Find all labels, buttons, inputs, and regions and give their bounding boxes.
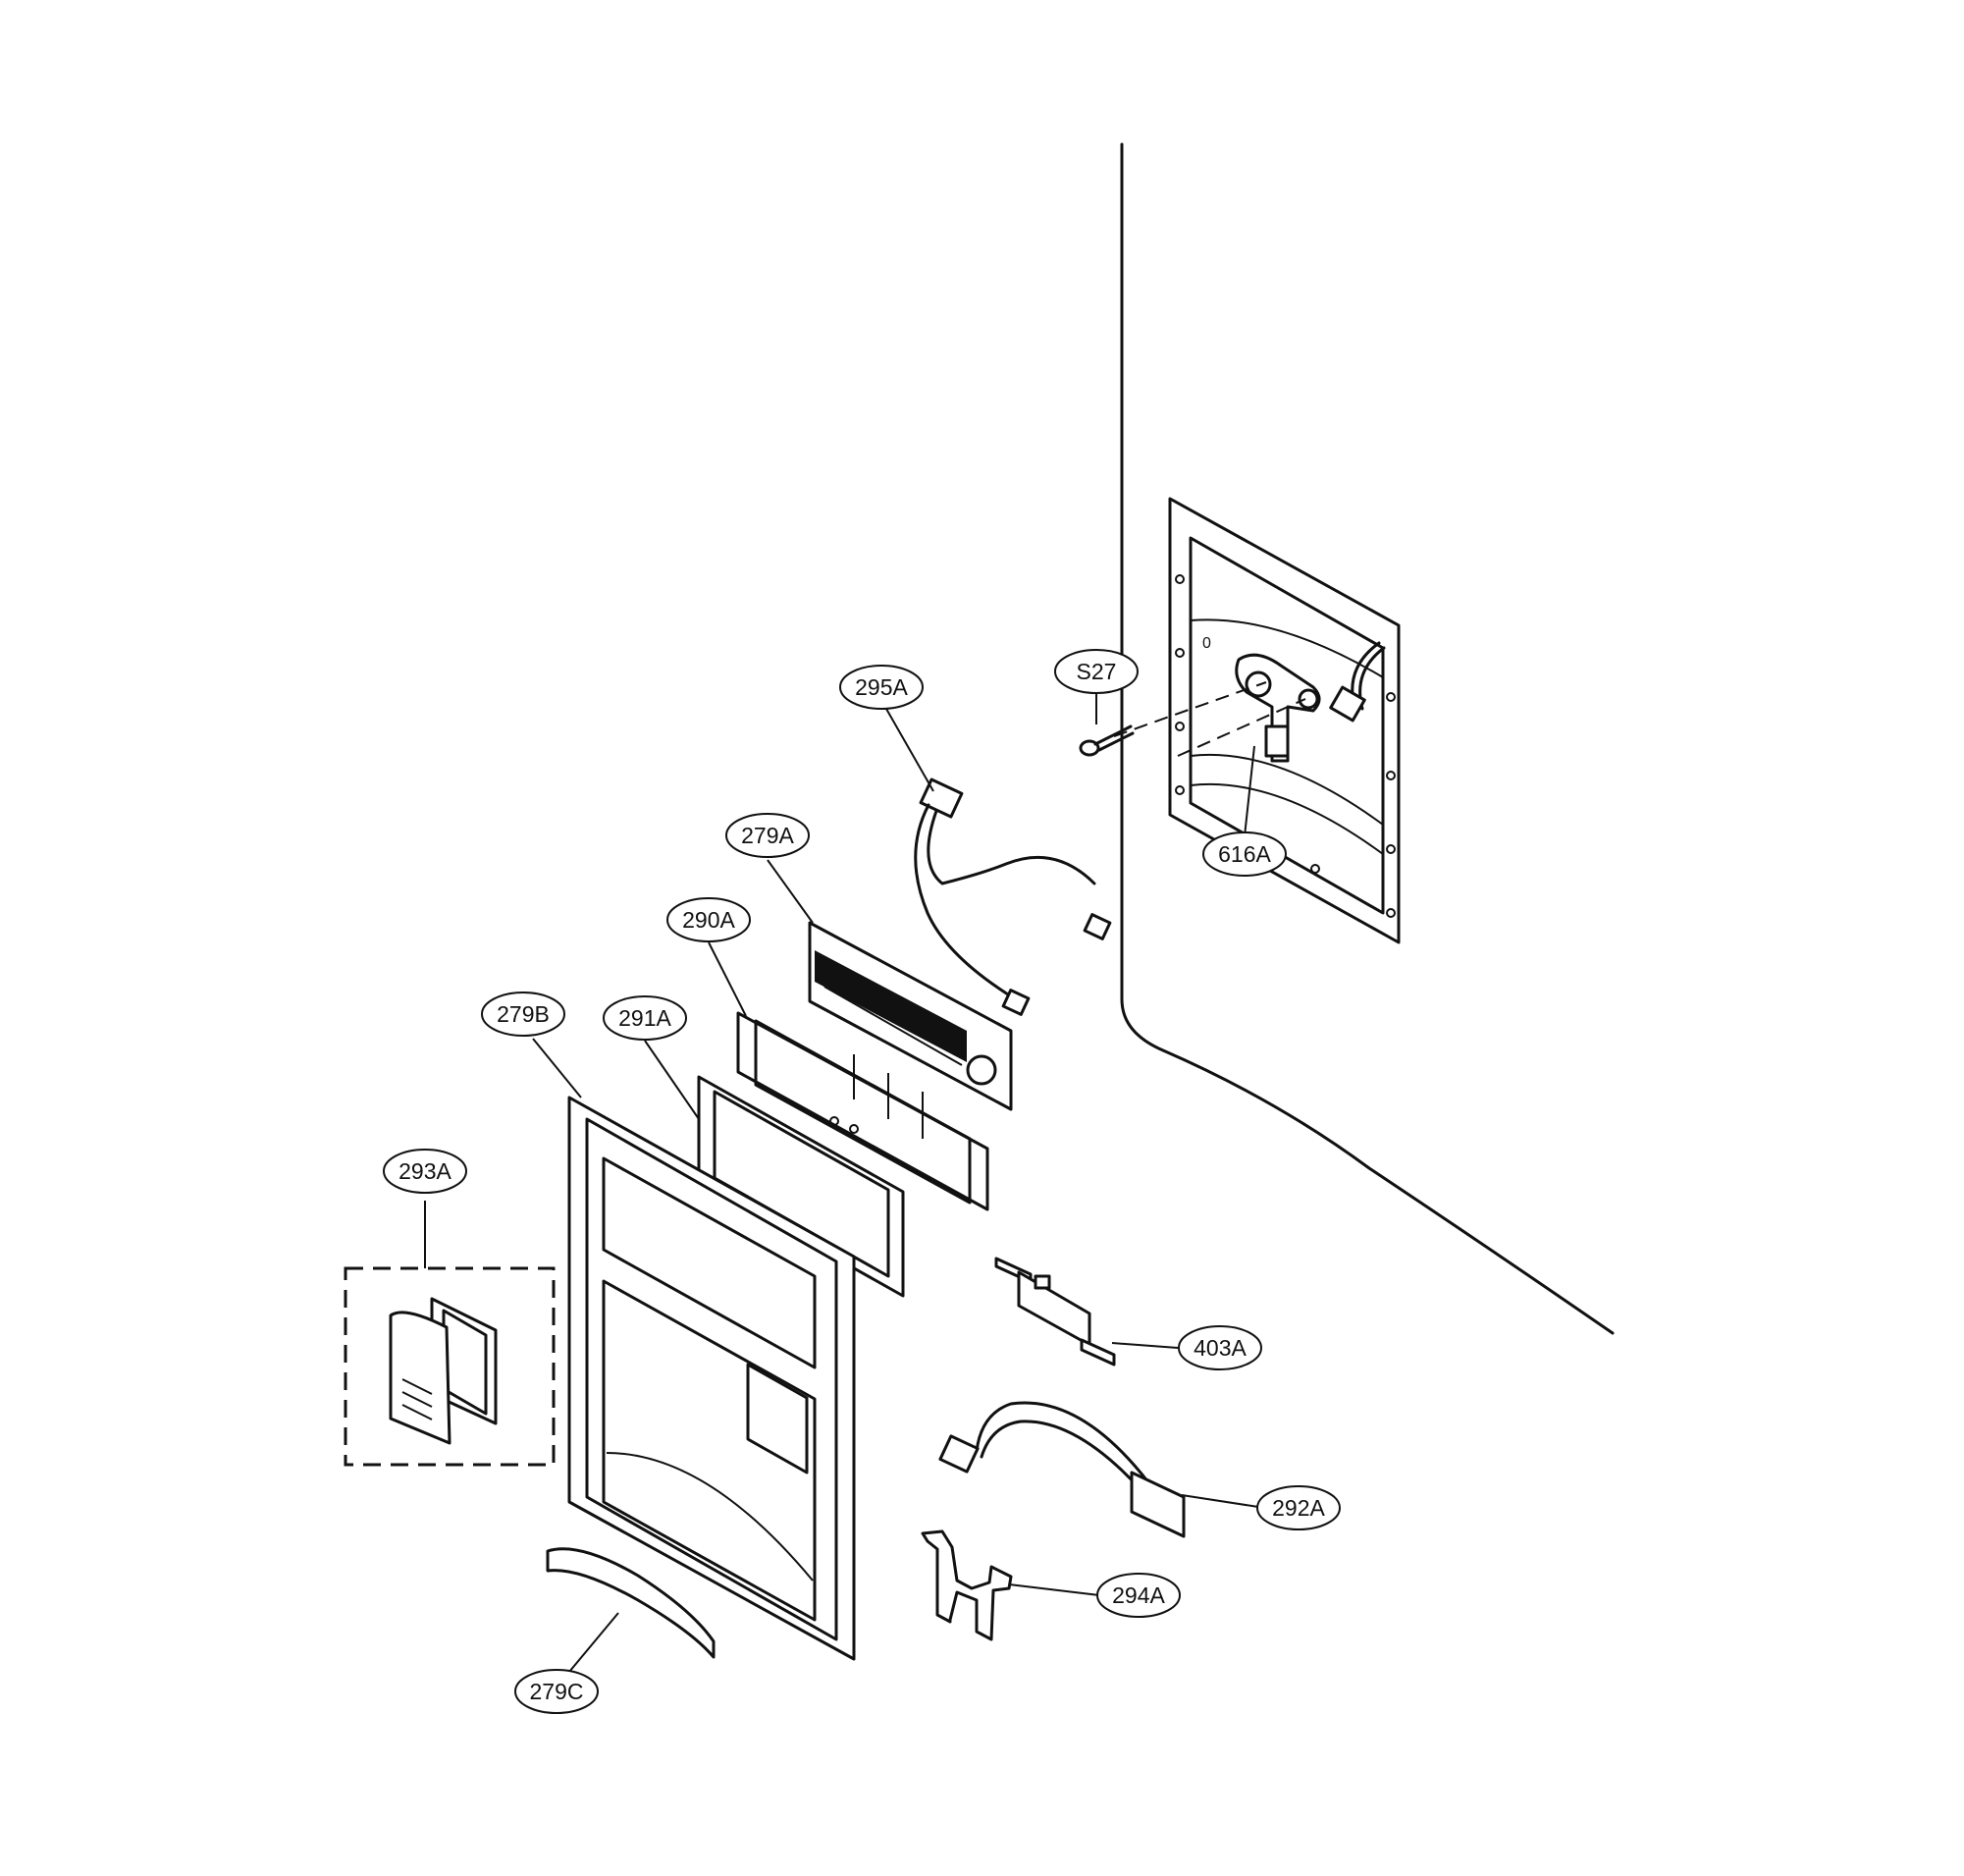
recess-wire-connector <box>1329 641 1386 723</box>
part-label-294a: 294A <box>1096 1573 1181 1618</box>
part-label-291a: 291A <box>603 995 687 1041</box>
part-label-292a: 292A <box>1256 1485 1341 1530</box>
label-text: 293A <box>398 1158 451 1184</box>
part-label-403a: 403A <box>1178 1325 1262 1370</box>
bracket-294a <box>921 1529 1013 1641</box>
label-text: 279A <box>741 823 794 848</box>
label-text: 295A <box>855 674 908 700</box>
micro-switch-403a <box>994 1257 1116 1367</box>
screw-s27 <box>1079 724 1135 757</box>
part-label-616a: 616A <box>1202 831 1287 877</box>
door-dispenser-recess: 0 <box>1168 497 1401 944</box>
front-cover-279b <box>567 1096 856 1661</box>
display-pcb-279a <box>808 921 1013 1111</box>
door-outline <box>1120 142 1615 1335</box>
sensor-harness-292a <box>938 1401 1186 1538</box>
assembly-293a <box>344 1266 556 1467</box>
label-text: 403A <box>1194 1335 1247 1361</box>
part-label-295a: 295A <box>839 665 924 710</box>
leader-lines <box>424 687 1259 1673</box>
frame-290a <box>736 1011 989 1211</box>
label-text: 290A <box>682 907 735 933</box>
label-text: 279C <box>530 1679 584 1704</box>
gasket-291a <box>697 1075 905 1298</box>
label-text: S27 <box>1077 659 1117 684</box>
screw-guide-line-2 <box>1177 698 1306 757</box>
part-label-293a: 293A <box>383 1149 467 1194</box>
label-text: 291A <box>618 1005 671 1031</box>
drip-tray-279c <box>546 1547 716 1659</box>
label-text: 616A <box>1218 841 1271 867</box>
part-label-s27: S27 <box>1054 649 1139 694</box>
label-text: 294A <box>1112 1582 1165 1608</box>
part-label-279b: 279B <box>481 992 565 1037</box>
part-label-279c: 279C <box>514 1669 599 1714</box>
label-text: 292A <box>1272 1495 1325 1521</box>
wire-harness-295a <box>914 777 1112 1016</box>
screw-guide-line <box>1113 681 1267 737</box>
label-text: 279B <box>497 1001 550 1027</box>
recess-screw-holes <box>1175 574 1396 918</box>
part-label-290a: 290A <box>666 897 751 942</box>
part-label-279a: 279A <box>725 813 810 858</box>
dispenser-lever <box>1235 653 1321 763</box>
recess-mark: 0 <box>1202 635 1211 652</box>
